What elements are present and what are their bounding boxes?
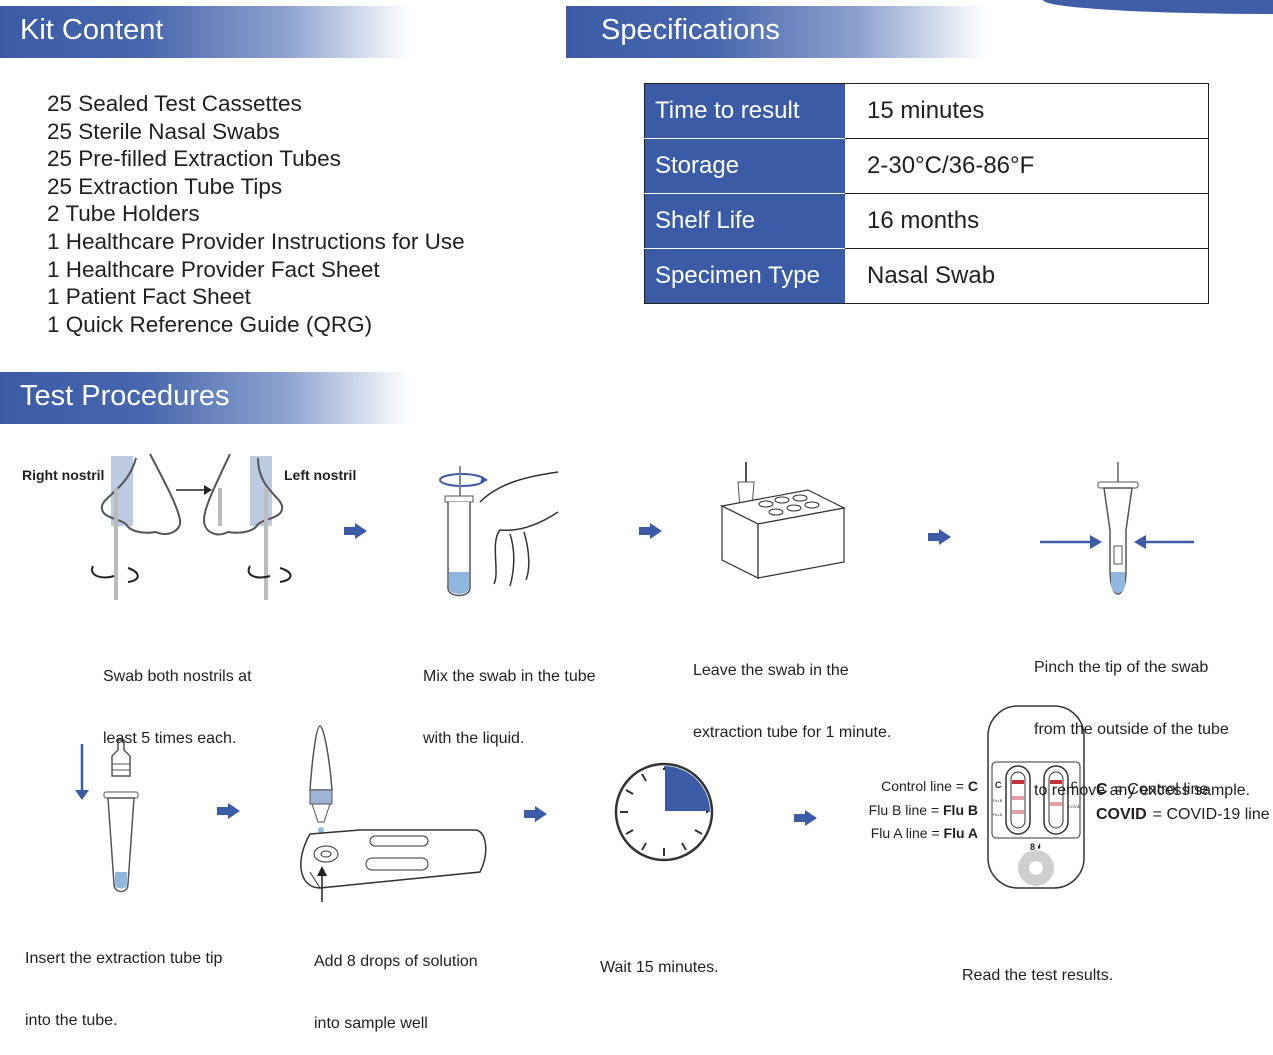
list-item: 1 Quick Reference Guide (QRG) — [47, 311, 373, 337]
flu-b-line-label: Flu B line = — [869, 802, 943, 818]
spec-value: 15 minutes — [845, 83, 1209, 139]
control-line-label: Control line = — [881, 778, 968, 794]
legend-c-text: = Control line — [1114, 781, 1209, 798]
kit-content-heading: Kit Content — [0, 6, 410, 58]
control-line-code: C — [968, 778, 978, 794]
list-item: 1 Healthcare Provider Instructions for U… — [47, 228, 465, 254]
timer-clock-icon — [614, 762, 714, 862]
list-item: 2 Tube Holders — [47, 201, 200, 227]
cassette-flu-b: Flu B — [993, 798, 1003, 803]
spec-label: Shelf Life — [644, 193, 845, 249]
cassette-covid: COVID — [1068, 804, 1081, 809]
right-nostril-label: Right nostril — [22, 467, 104, 483]
flu-b-line-code: Flu B — [943, 802, 978, 818]
pinch-tube-illustration — [1040, 462, 1194, 595]
list-item: 25 Sealed Test Cassettes — [47, 91, 302, 116]
table-row: Shelf Life 16 months — [644, 193, 1209, 249]
spec-value: 16 months — [845, 193, 1209, 249]
step-2-caption: Mix the swab in the tube with the liquid… — [423, 668, 596, 747]
add-drops-illustration — [300, 725, 487, 902]
flu-a-line-code: Flu A — [944, 825, 978, 841]
spec-value: Nasal Swab — [867, 262, 996, 289]
left-nostril-label: Left nostril — [284, 467, 356, 483]
list-item: 25 Pre-filled Extraction Tubes — [47, 146, 341, 172]
legend-covid-text: = COVID-19 line — [1153, 806, 1270, 823]
spec-label: Specimen Type — [644, 248, 845, 304]
list-item: 25 Sterile Nasal Swabs — [47, 118, 280, 144]
cassette-c-left: C — [995, 780, 1002, 790]
step-4-caption: Pinch the tip of the swab from the outsi… — [1034, 659, 1251, 799]
svg-text:Control line = C: Control line = C — [881, 778, 978, 794]
specifications-heading: Specifications — [566, 6, 986, 58]
list-item: 25 Extraction Tube Tips — [47, 173, 283, 199]
mix-swab-illustration — [439, 466, 559, 597]
insert-tip-illustration — [75, 739, 139, 893]
svg-text:Flu B line = Flu B: Flu B line = Flu B — [869, 802, 978, 818]
cassette-flu-a: Flu A — [993, 812, 1002, 817]
drops-count: 8 — [1030, 842, 1035, 852]
step-8-caption: Read the test results. — [962, 967, 1114, 984]
step-3-caption: Leave the swab in the extraction tube fo… — [693, 662, 892, 741]
spec-label: Time to result — [644, 83, 845, 139]
list-item: 1 Healthcare Provider Fact Sheet — [47, 256, 380, 282]
step-5-caption: Insert the extraction tube tip into the … — [25, 950, 223, 1029]
list-item: 1 Patient Fact Sheet — [47, 284, 251, 310]
cassette-c-right: C — [1071, 780, 1078, 790]
table-row: Storage 2-30°C/36-86°F — [644, 138, 1209, 194]
step-1-caption: Swab both nostrils at least 5 times each… — [103, 668, 252, 747]
kit-content-list: 25 Sealed Test Cassettes 25 Sterile Nasa… — [47, 90, 465, 338]
legend-c-code: C — [1096, 781, 1108, 798]
test-procedures-heading: Test Procedures — [0, 372, 410, 424]
corner-decoration — [1043, 0, 1273, 14]
nose-swab-illustration: Right nostril Left nostril — [22, 453, 356, 600]
legend-covid-code: COVID — [1096, 806, 1147, 823]
step-7-caption: Wait 15 minutes. — [600, 959, 719, 976]
svg-text:Flu A line = Flu A: Flu A line = Flu A — [871, 825, 978, 841]
test-result-illustration: Control line = C Flu B line = Flu B Flu … — [869, 705, 1270, 889]
tube-holder-illustration — [720, 462, 846, 579]
table-row: Time to result 15 minutes — [644, 83, 1209, 139]
flu-a-line-label: Flu A line = — [871, 825, 944, 841]
table-row: Specimen Type Nasal Swab — [644, 248, 1209, 304]
svg-text:COVID= COVID-19 line: COVID = COVID-19 line — [1096, 806, 1270, 823]
spec-label: Storage — [644, 138, 845, 194]
specifications-table: Time to result 15 minutes Storage 2-30°C… — [644, 83, 1209, 304]
spec-value: 2-30°C/36-86°F — [845, 138, 1209, 194]
svg-text:C= Control line: C = Control line — [1096, 781, 1208, 798]
step-6-caption: Add 8 drops of solution into sample well — [314, 953, 478, 1032]
